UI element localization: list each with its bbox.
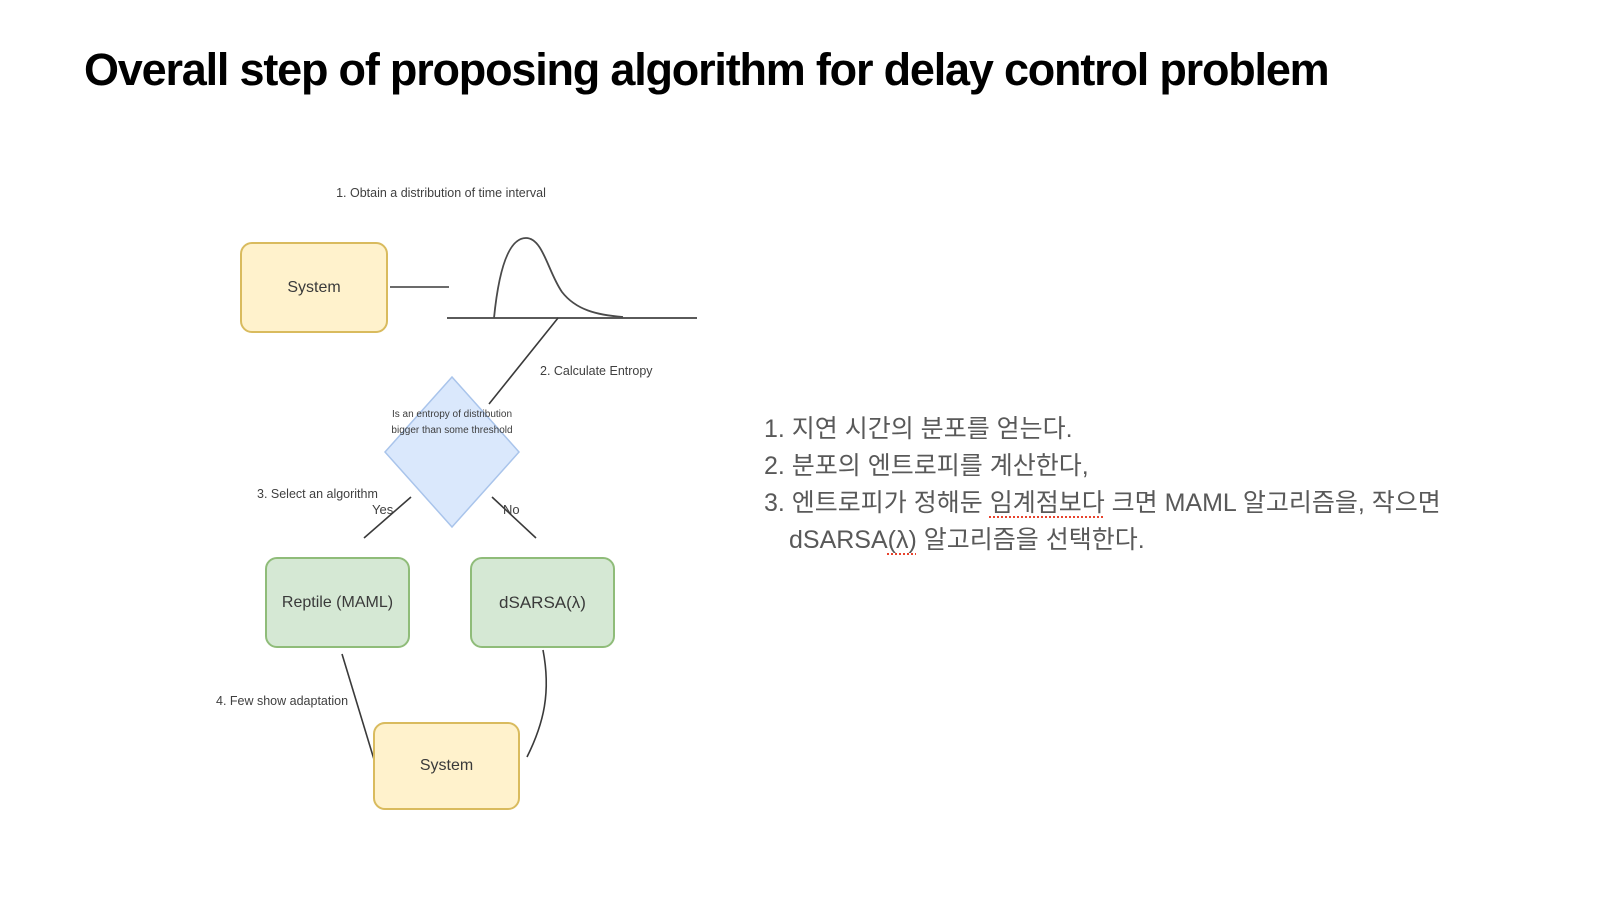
system-node-top-label: System bbox=[287, 278, 341, 296]
arrow-yes-branch bbox=[363, 496, 412, 539]
korean-notes: 1. 지연 시간의 분포를 얻는다. 2. 분포의 엔트로피를 계산한다, 3.… bbox=[764, 412, 1441, 560]
system-node-top: System bbox=[240, 242, 388, 333]
decision-diamond bbox=[383, 375, 521, 529]
arrow-few-shot-adaptation bbox=[341, 653, 377, 767]
step1-label: 1. Obtain a distribution of time interva… bbox=[336, 186, 546, 200]
note-line-3-pre: 3. 엔트로피가 정해둔 bbox=[764, 489, 990, 517]
yes-label: Yes bbox=[372, 502, 394, 517]
decision-node-label: Is an entropy of distribution bigger tha… bbox=[391, 409, 513, 436]
step4-label: 4. Few show adaptation bbox=[216, 694, 349, 708]
note-line-4-spellcheck: (λ) bbox=[887, 526, 917, 554]
note-line-4-post: 알고리즘을 선택한다. bbox=[916, 526, 1145, 554]
distribution-curve bbox=[493, 237, 624, 319]
note-line-1: 1. 지연 시간의 분포를 얻는다. bbox=[764, 415, 1073, 443]
system-node-bottom: System bbox=[373, 722, 520, 810]
note-line-2: 2. 분포의 엔트로피를 계산한다, bbox=[764, 452, 1089, 480]
dsarsa-node-label: dSARSA(λ) bbox=[499, 592, 586, 612]
note-line-3-spellcheck: 임계점보다 bbox=[989, 489, 1105, 517]
system-node-bottom-label: System bbox=[419, 757, 474, 774]
arrow-calculate-entropy bbox=[488, 317, 559, 405]
note-line-3: 3. 엔트로피가 정해둔 임계점보다 크면 MAML 알고리즘을, 작으면 bbox=[764, 486, 1441, 523]
step2-label: 2. Calculate Entropy bbox=[540, 364, 653, 378]
note-line-3-post: 크면 MAML 알고리즘을, 작으면 bbox=[1104, 489, 1441, 517]
note-line-4-pre: dSARSA bbox=[789, 526, 888, 554]
step3-label: 3. Select an algorithm bbox=[257, 487, 378, 501]
reptile-maml-node: Reptile (MAML) bbox=[265, 557, 410, 648]
note-line-4: dSARSA(λ) 알고리즘을 선택한다. bbox=[764, 523, 1441, 560]
dsarsa-node: dSARSA(λ) bbox=[470, 557, 615, 648]
no-label: No bbox=[503, 502, 520, 517]
arrow-no-branch bbox=[491, 496, 537, 539]
reptile-maml-node-label: Reptile (MAML) bbox=[281, 593, 394, 611]
arrow-dsarsa-to-system bbox=[526, 649, 548, 758]
slide-title: Overall step of proposing algorithm for … bbox=[84, 44, 1330, 95]
